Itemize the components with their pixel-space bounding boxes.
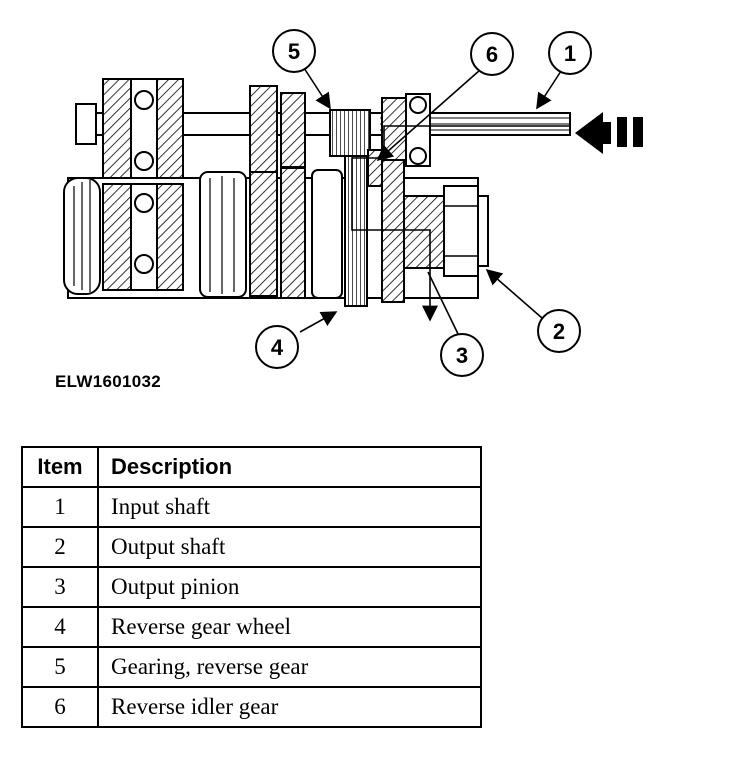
- row-description: Output pinion: [97, 566, 482, 608]
- row-description: Output shaft: [97, 526, 482, 568]
- table-row: 1 Input shaft: [21, 486, 482, 528]
- row-item: 1: [21, 486, 99, 528]
- header-description: Description: [97, 446, 482, 488]
- legend-table: Item Description 1 Input shaft 2 Output …: [21, 446, 482, 728]
- row-item: 6: [21, 686, 99, 728]
- row-item: 5: [21, 646, 99, 688]
- row-description: Input shaft: [97, 486, 482, 528]
- reverse-gear-wheel: [311, 155, 368, 307]
- table-row: 6 Reverse idler gear: [21, 686, 482, 728]
- input-direction-arrow-icon: [575, 112, 643, 154]
- callout-5-label: 5: [288, 39, 300, 64]
- row-description: Reverse gear wheel: [97, 606, 482, 648]
- callout-3: 3: [440, 333, 484, 377]
- gearbox-diagram: 1 2 3 4 5 6: [63, 29, 643, 377]
- callout-6-label: 6: [486, 42, 498, 67]
- row-item: 3: [21, 566, 99, 608]
- output-gear-pair: [249, 167, 306, 299]
- legend-header-row: Item Description: [21, 446, 482, 488]
- row-description: Gearing, reverse gear: [97, 646, 482, 688]
- callout-6: 6: [470, 32, 514, 76]
- callout-1: 1: [548, 31, 592, 75]
- callout-5: 5: [272, 29, 316, 73]
- figure-id: ELW1601032: [55, 372, 162, 391]
- output-bearing-left: [102, 183, 184, 291]
- callout-4-label: 4: [271, 335, 284, 360]
- callout-4: 4: [255, 325, 299, 369]
- callout-2: 2: [537, 309, 581, 353]
- table-row: 2 Output shaft: [21, 526, 482, 568]
- callout-3-label: 3: [456, 343, 468, 368]
- input-bearing-left: [102, 78, 184, 185]
- row-description: Reverse idler gear: [97, 686, 482, 728]
- synchronizer: [199, 171, 247, 298]
- power-flow-line: [351, 125, 570, 322]
- callout-2-label: 2: [553, 319, 565, 344]
- leader-lines: [299, 67, 564, 339]
- reverse-gearing: [329, 109, 371, 157]
- callout-1-label: 1: [564, 41, 576, 66]
- table-row: 5 Gearing, reverse gear: [21, 646, 482, 688]
- table-row: 3 Output pinion: [21, 566, 482, 608]
- row-item: 4: [21, 606, 99, 648]
- row-item: 2: [21, 526, 99, 568]
- header-item: Item: [21, 446, 99, 488]
- table-row: 4 Reverse gear wheel: [21, 606, 482, 648]
- output-pinion: [403, 185, 489, 277]
- input-gear-pair: [249, 85, 306, 173]
- input-bearing-right: [381, 93, 431, 167]
